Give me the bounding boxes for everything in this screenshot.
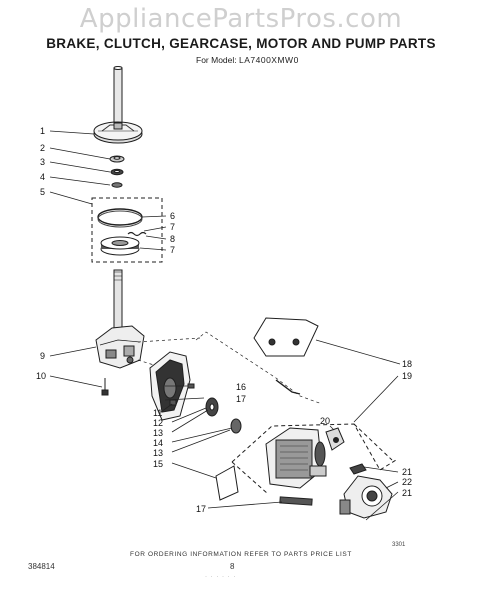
- motor: [265, 427, 327, 489]
- watermark: AppliancePartsPros.com: [79, 4, 403, 34]
- callout-12: 12: [153, 418, 163, 428]
- part-4-washer: [111, 182, 123, 188]
- part-6-clutch-band: [97, 208, 143, 228]
- figure-code: 3301: [392, 542, 406, 548]
- part-9-gearcase: [95, 269, 145, 369]
- part-2-washer: [109, 155, 125, 163]
- part-10-screw: [101, 378, 109, 396]
- callout-10: 10: [36, 371, 46, 381]
- model-label: For Model:: [196, 55, 237, 65]
- part-21-clamp: [349, 463, 367, 475]
- callout-7b: 7: [170, 245, 175, 255]
- callout-21b: 21: [402, 488, 412, 498]
- part-8-spring: [127, 231, 147, 237]
- part-11-bolt: [169, 399, 177, 406]
- part-18-pump-gasket: [253, 317, 319, 357]
- callout-17b: 17: [196, 504, 206, 514]
- part-17-belt-lower: [279, 496, 313, 506]
- page-number: 8: [230, 562, 235, 571]
- spin-tube-shaft: [113, 66, 123, 129]
- document-number: 384814: [28, 562, 55, 571]
- part-14-coupling: [230, 418, 242, 434]
- callout-7a: 7: [170, 222, 175, 232]
- callout-19: 19: [402, 371, 412, 381]
- callout-6: 6: [170, 211, 175, 221]
- callout-4: 4: [40, 172, 45, 182]
- part-5-group-box: [91, 197, 163, 263]
- ordering-note: FOR ORDERING INFORMATION REFER TO PARTS …: [130, 551, 352, 558]
- callout-2: 2: [40, 143, 45, 153]
- callout-leaders: [49, 130, 401, 521]
- part-16-bolt: [187, 383, 195, 389]
- model-number: LA7400XMW0: [239, 55, 299, 65]
- page-title: BRAKE, CLUTCH, GEARCASE, MOTOR AND PUMP …: [46, 36, 436, 51]
- callout-16: 16: [236, 382, 246, 392]
- callout-8: 8: [170, 234, 175, 244]
- callout-18: 18: [402, 359, 412, 369]
- part-20-bracket: [325, 427, 345, 451]
- callout-22: 22: [402, 477, 412, 487]
- callout-13a: 13: [153, 428, 163, 438]
- part-22-pump: [339, 475, 393, 519]
- bottom-smudge: · · · · · ·: [205, 574, 237, 580]
- callout-11: 11: [153, 408, 162, 418]
- callout-9: 9: [40, 351, 45, 361]
- model-line: For Model: LA7400XMW0: [196, 55, 299, 65]
- part-15-shield: [215, 465, 239, 501]
- part-12-pulley: [205, 397, 219, 417]
- callout-17a: 17: [236, 394, 246, 404]
- part-17-belt-upper: [275, 379, 301, 395]
- dashed-lead-lines: [195, 331, 323, 405]
- callout-3: 3: [40, 157, 45, 167]
- callout-14: 14: [153, 438, 163, 448]
- callout-20: 20: [320, 416, 330, 426]
- callout-13b: 13: [153, 448, 163, 458]
- callout-21a: 21: [402, 467, 412, 477]
- callout-5: 5: [40, 187, 45, 197]
- callout-15: 15: [153, 459, 163, 469]
- part-1-brake-assembly: [93, 121, 143, 144]
- part-19-group-outline: [231, 423, 397, 495]
- part-7-clutch-drum: [100, 236, 140, 256]
- callout-1: 1: [40, 126, 45, 136]
- part-3-washer: [110, 168, 124, 176]
